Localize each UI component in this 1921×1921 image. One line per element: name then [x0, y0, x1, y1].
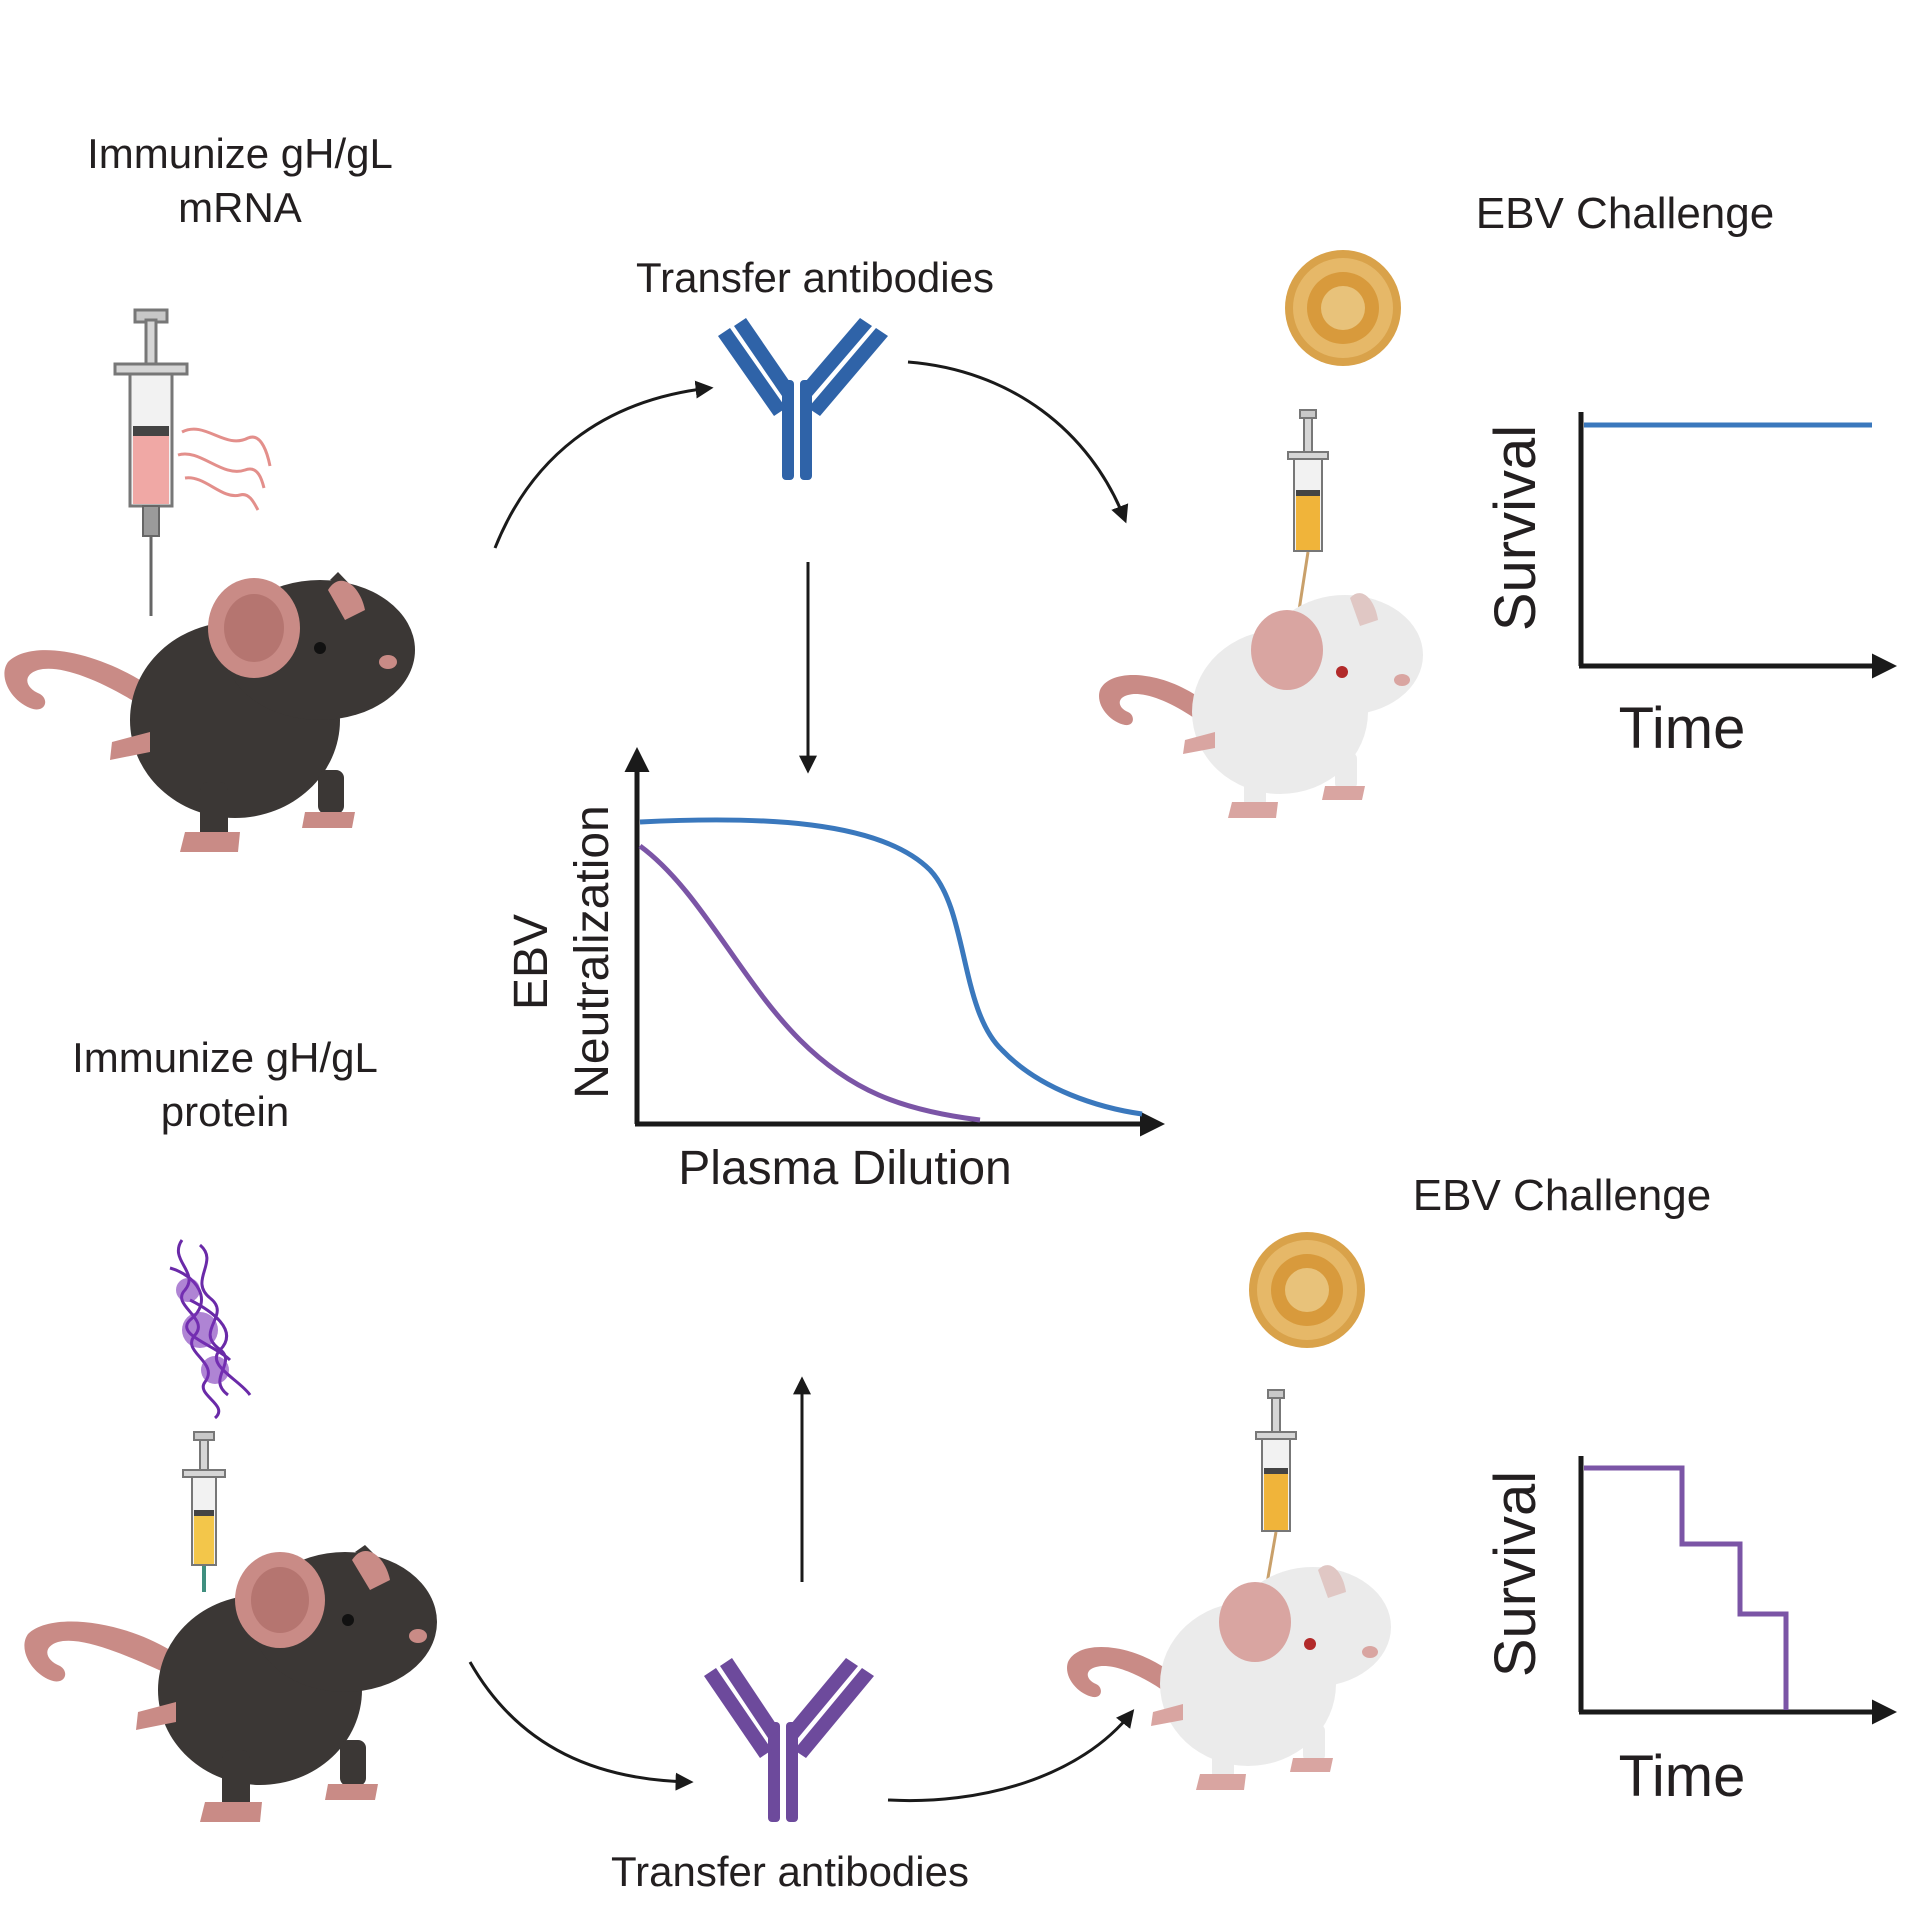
neutralization-y-label-line2: Neutralization — [566, 805, 619, 1098]
transfer-antibodies-bottom-label: Transfer antibodies — [611, 1848, 969, 1895]
white-mouse-icon — [1099, 593, 1423, 818]
neutralization-x-label: Plasma Dilution — [678, 1142, 1011, 1195]
arrow-antibody-to-white-mouse-bottom — [887, 1709, 1135, 1803]
survival-bottom-y-label: Survival — [1483, 1471, 1548, 1677]
black-mouse-icon — [24, 1545, 437, 1822]
neutralization-series-protein — [638, 843, 981, 1123]
transfer-antibodies-top-label: Transfer antibodies — [636, 254, 994, 301]
ebv-challenge-top-label: EBV Challenge — [1476, 189, 1774, 238]
immunize-mrna-label-line1: Immunize gH/gL — [87, 130, 393, 177]
syringe-icon — [113, 308, 189, 616]
neutralization-series-mrna — [639, 817, 1143, 1117]
survival-top-x-label: Time — [1619, 696, 1746, 761]
immunize-mrna-label-line2: mRNA — [178, 184, 302, 231]
syringe-icon — [1255, 1389, 1297, 1613]
survival-bottom-series — [1584, 1465, 1789, 1710]
survival-top-y-label: Survival — [1483, 425, 1548, 631]
arrow-antibody-to-white-mouse-top — [907, 360, 1129, 524]
neutralization-chart: Plasma Dilution EBV Neutralization — [505, 747, 1165, 1195]
antibody-icon-bottom — [704, 1658, 874, 1822]
protein-structure-icon — [169, 1239, 252, 1420]
survival-chart-top: Time Survival — [1483, 412, 1897, 761]
virus-icon-top — [1285, 250, 1401, 366]
virus-icon-bottom — [1249, 1232, 1365, 1348]
immunize-protein-label-line1: Immunize gH/gL — [72, 1034, 378, 1081]
survival-bottom-x-label: Time — [1619, 1744, 1746, 1809]
syringe-icon — [1287, 409, 1329, 631]
white-mouse-icon — [1067, 1565, 1391, 1790]
immunize-protein-label-line2: protein — [161, 1088, 289, 1135]
syringe-icon — [182, 1431, 226, 1592]
mrna-strand-icon — [177, 427, 272, 511]
antibody-icon-top — [718, 318, 888, 480]
arrow-mrna-to-antibody — [493, 380, 714, 549]
black-mouse-icon — [4, 572, 415, 852]
arrow-protein-to-antibody — [468, 1661, 694, 1791]
ebv-challenge-bottom-label: EBV Challenge — [1413, 1171, 1711, 1220]
neutralization-y-label-line1: EBV — [505, 914, 558, 1010]
survival-chart-bottom: Time Survival — [1483, 1456, 1897, 1809]
